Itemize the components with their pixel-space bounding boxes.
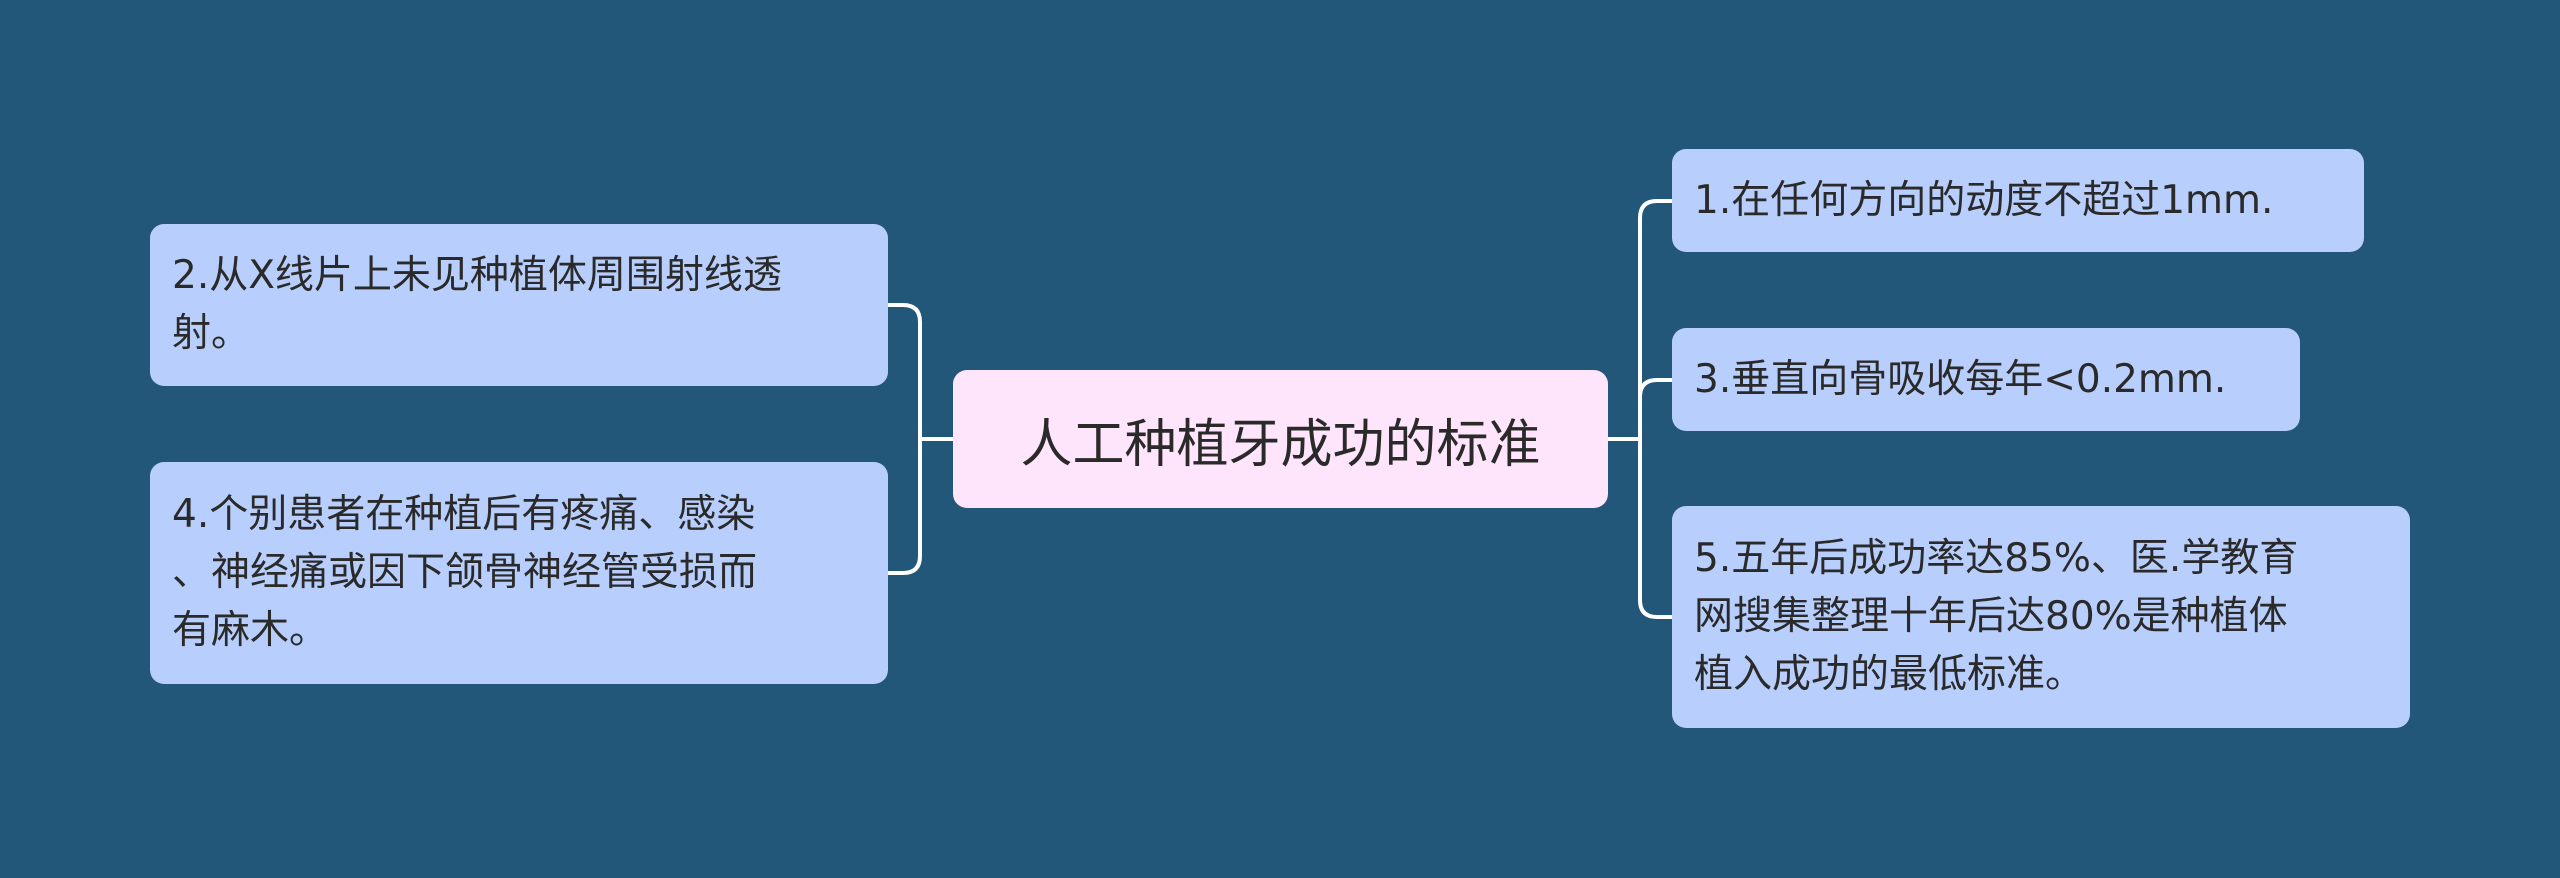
connector-left-to-node-4 — [886, 437, 922, 575]
branch-node-1[interactable]: 1.在任何方向的动度不超过1mm. — [1672, 149, 2364, 252]
connector-right-to-node-5 — [1638, 437, 1674, 619]
central-topic-label: 人工种植牙成功的标准 — [1020, 414, 1541, 475]
branch-node-4[interactable]: 4.个别患者在种植后有疼痛、感染 、神经痛或因下颌骨神经管受损而 有麻木。 — [150, 462, 888, 684]
branch-node-3[interactable]: 3.垂直向骨吸收每年<0.2mm. — [1672, 328, 2300, 431]
branch-node-2[interactable]: 2.从X线片上未见种植体周围射线透 射。 — [150, 224, 888, 386]
branch-node-5-label: 5.五年后成功率达85%、医.学教育 网搜集整理十年后达80%是种植体 植入成功… — [1694, 536, 2299, 697]
branch-node-5[interactable]: 5.五年后成功率达85%、医.学教育 网搜集整理十年后达80%是种植体 植入成功… — [1672, 506, 2410, 728]
branch-node-1-label: 1.在任何方向的动度不超过1mm. — [1694, 177, 2274, 223]
connector-right-to-node-1 — [1638, 199, 1674, 441]
connector-left-to-node-2 — [886, 303, 922, 441]
branch-node-4-label: 4.个别患者在种植后有疼痛、感染 、神经痛或因下颌骨神经管受损而 有麻木。 — [172, 492, 758, 653]
branch-node-2-label: 2.从X线片上未见种植体周围射线透 射。 — [172, 253, 782, 356]
central-topic[interactable]: 人工种植牙成功的标准 — [953, 370, 1608, 508]
connector-right-to-node-3 — [1638, 378, 1674, 441]
branch-node-3-label: 3.垂直向骨吸收每年<0.2mm. — [1694, 356, 2227, 402]
